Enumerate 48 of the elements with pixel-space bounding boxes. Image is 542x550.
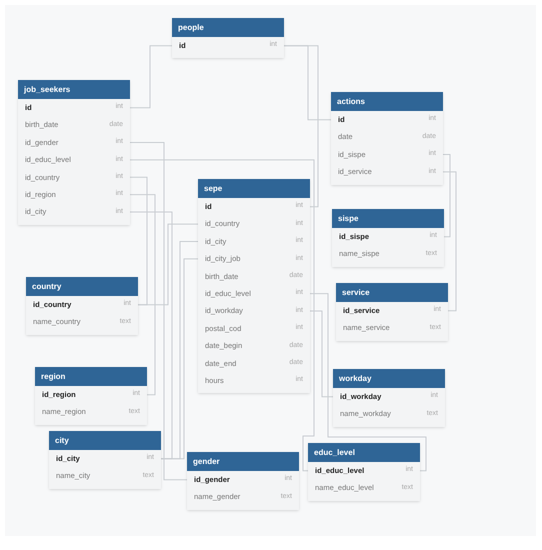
table-card [26,277,138,335]
table-header: workday [333,369,445,388]
table-row [49,450,161,468]
table-header: sepe [198,179,310,198]
table-header: city [49,431,161,450]
table-header: sispe [332,209,444,228]
table-card [35,367,147,425]
table-header: actions [331,92,443,111]
table-row [331,111,443,128]
table-row [187,471,299,488]
table-header: country [26,277,138,296]
table-card [198,179,310,394]
relation-line [130,176,148,306]
relation-line [130,45,172,108]
table-card [332,209,444,267]
relation-line [130,194,156,396]
table-row [18,99,130,116]
table-card [49,431,161,489]
relation-line [130,159,314,472]
relation-line [442,171,456,312]
relation-line [442,154,450,238]
table-row [336,302,448,320]
table-header: job_seekers [18,80,130,99]
table-row [172,37,284,54]
table-card [336,283,448,341]
table-row [333,388,445,406]
table-card [172,18,284,58]
table-card [187,452,299,510]
table-row [332,228,444,246]
table-header: educ_level [308,443,420,462]
table-card [18,80,130,225]
relation-line [130,142,188,480]
table-header: service [336,283,448,302]
relation-line [130,212,172,460]
table-header: gender [187,452,299,471]
table-card [333,369,445,427]
relation-line [310,310,334,398]
table-row [35,386,147,404]
relation-line [284,45,318,208]
table-row [308,462,420,480]
relation-line [138,224,198,306]
table-header: region [35,367,147,386]
table-row [198,198,310,216]
table-card [308,443,420,501]
relation-line [310,293,426,472]
table-header: people [172,18,284,37]
table-row [26,296,138,314]
table-card [331,92,443,185]
